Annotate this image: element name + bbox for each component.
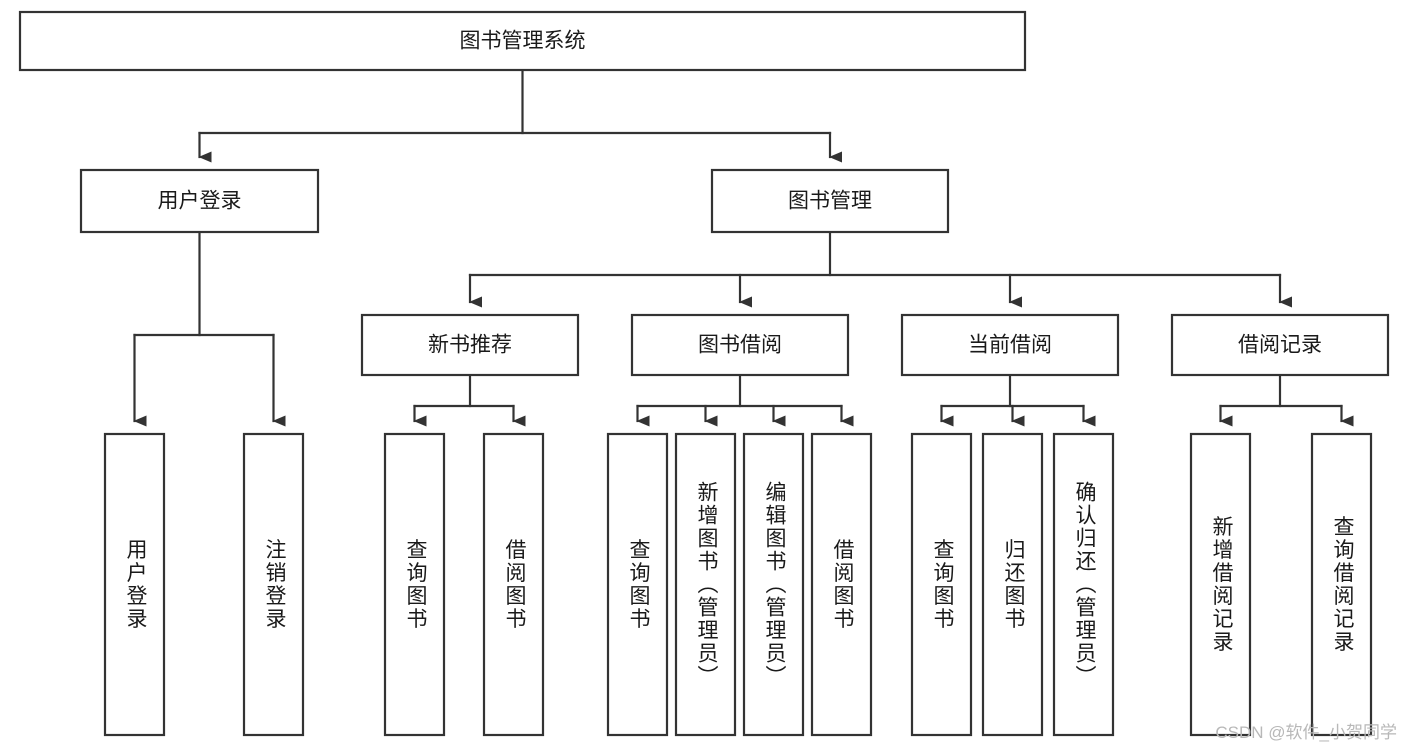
node-box [710, 168, 950, 234]
node-label: 用户登录 [124, 539, 148, 631]
node-box [606, 432, 669, 737]
node-box [242, 432, 305, 737]
connector-root-to-level2 [198, 68, 842, 163]
node-borrow-record[interactable]: 借阅记录 [1170, 313, 1390, 377]
node-box [1189, 432, 1252, 737]
node-leaf-query-book-recommend[interactable]: 查询图书 [383, 432, 446, 737]
node-leaf-query-book-current[interactable]: 查询图书 [910, 432, 973, 737]
node-label: 查询借阅记录 [1331, 516, 1355, 654]
node-leaf-borrow-book-recommend[interactable]: 借阅图书 [482, 432, 545, 737]
node-label: 查询图书 [627, 539, 651, 631]
node-label: 图书借阅 [698, 334, 782, 357]
node-leaf-add-book[interactable]: 新增图书（管理员） [674, 432, 737, 737]
node-leaf-user-logout[interactable]: 注销登录 [242, 432, 305, 737]
node-book-management[interactable]: 图书管理 [710, 168, 950, 234]
node-box [18, 10, 1027, 72]
nodes-layer: 图书管理系统用户登录图书管理新书推荐图书借阅当前借阅借阅记录用户登录注销登录查询… [18, 10, 1390, 737]
node-label: 借阅图书 [831, 539, 855, 631]
node-leaf-edit-book[interactable]: 编辑图书（管理员） [742, 432, 805, 737]
node-leaf-user-login[interactable]: 用户登录 [103, 432, 166, 737]
node-leaf-query-borrow-record[interactable]: 查询借阅记录 [1310, 432, 1373, 737]
node-box [1170, 313, 1390, 377]
node-label: 查询图书 [931, 539, 955, 631]
node-label: 借阅图书 [503, 539, 527, 631]
node-box [810, 432, 873, 737]
csdn-watermark: CSDN @软件_小贺同学 [1215, 723, 1397, 742]
node-leaf-query-book-borrow[interactable]: 查询图书 [606, 432, 669, 737]
node-label: 借阅记录 [1238, 334, 1322, 357]
node-box [79, 168, 320, 234]
connector-borrow-record-to-leaves [1219, 373, 1354, 427]
connectors-layer [133, 68, 1354, 427]
node-label: 新书推荐 [428, 334, 512, 357]
node-box [360, 313, 580, 377]
connector-bookmgmt-to-level3 [468, 230, 1292, 308]
node-leaf-add-borrow-record[interactable]: 新增借阅记录 [1189, 432, 1252, 737]
node-box [910, 432, 973, 737]
node-box [900, 313, 1120, 377]
node-leaf-borrow-book[interactable]: 借阅图书 [810, 432, 873, 737]
node-label: 用户登录 [158, 190, 242, 213]
node-label: 归还图书 [1002, 539, 1026, 631]
node-label: 确认归还（管理员） [1073, 481, 1097, 688]
node-label: 当前借阅 [968, 334, 1052, 357]
node-label: 新增图书（管理员） [695, 481, 719, 688]
node-label: 编辑图书（管理员） [763, 481, 787, 688]
node-label: 新增借阅记录 [1210, 516, 1234, 654]
node-box [383, 432, 446, 737]
node-label: 图书管理 [788, 190, 872, 213]
node-box [103, 432, 166, 737]
connector-new-book-recommend-to-leaves [413, 373, 526, 427]
node-label: 注销登录 [263, 539, 287, 631]
connector-current-borrow-to-leaves [940, 373, 1096, 427]
node-box [674, 432, 737, 737]
node-user-login[interactable]: 用户登录 [79, 168, 320, 234]
node-box [742, 432, 805, 737]
node-box [1052, 432, 1115, 737]
connector-book-borrow-to-leaves [636, 373, 854, 427]
node-current-borrow[interactable]: 当前借阅 [900, 313, 1120, 377]
node-box [981, 432, 1044, 737]
node-new-book-recommend[interactable]: 新书推荐 [360, 313, 580, 377]
node-box [630, 313, 850, 377]
connector-user-login-to-leaves [133, 230, 286, 427]
node-label: 图书管理系统 [460, 30, 586, 53]
node-book-borrow[interactable]: 图书借阅 [630, 313, 850, 377]
node-label: 查询图书 [404, 539, 428, 631]
node-leaf-confirm-return[interactable]: 确认归还（管理员） [1052, 432, 1115, 737]
node-leaf-return-book[interactable]: 归还图书 [981, 432, 1044, 737]
node-box [1310, 432, 1373, 737]
node-box [482, 432, 545, 737]
node-root[interactable]: 图书管理系统 [18, 10, 1027, 72]
